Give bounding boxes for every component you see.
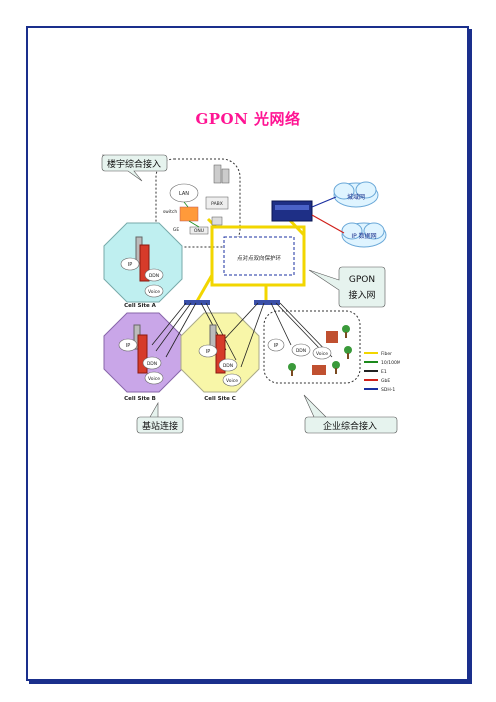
legend-label: GbE bbox=[381, 378, 390, 384]
pabx-label: PABX bbox=[211, 201, 223, 207]
olt-panel bbox=[275, 205, 309, 210]
callout-gpon-line2: 接入网 bbox=[348, 289, 375, 301]
server-icon bbox=[221, 168, 230, 184]
fiber-ring-outer bbox=[210, 225, 306, 287]
tree-icon bbox=[344, 346, 352, 359]
ge-label: GE bbox=[173, 227, 179, 233]
legend-label: 10/100M bbox=[381, 360, 400, 366]
e1-line bbox=[151, 302, 187, 346]
legend-label: SDH-1 bbox=[381, 387, 395, 393]
cell-site-b-label: Cell Site B bbox=[124, 396, 156, 402]
pabx-box bbox=[205, 196, 229, 210]
tree-icon bbox=[332, 361, 340, 374]
link-olt-ip bbox=[311, 214, 345, 234]
page-title: GPON 光网络 bbox=[195, 110, 301, 128]
onu-splitter-right bbox=[254, 300, 280, 305]
ip-node bbox=[198, 344, 218, 358]
cell-site-a-label: Cell Site A bbox=[124, 303, 157, 309]
callout-gpon-line1: GPON bbox=[349, 275, 375, 285]
callout-base: 基站连接 bbox=[136, 401, 184, 434]
ip-node bbox=[118, 338, 138, 352]
pc-icon bbox=[211, 216, 223, 226]
ddn-node bbox=[218, 358, 238, 372]
ip-label: IP bbox=[206, 349, 211, 355]
e1-line bbox=[165, 302, 197, 358]
voice-node bbox=[144, 371, 164, 385]
metro-cloud-label: 城域网 bbox=[347, 193, 365, 201]
link-olt-metro bbox=[311, 196, 337, 208]
ddn-label: DDN bbox=[296, 348, 306, 354]
olt-equipment bbox=[271, 200, 313, 222]
legend-label: Fiber bbox=[381, 351, 392, 357]
cell-site-a-rack bbox=[139, 244, 150, 282]
voice-node bbox=[222, 373, 242, 387]
ip-cloud-label: IP 数据网 bbox=[351, 232, 376, 240]
voice-node bbox=[144, 284, 164, 298]
onu-splitter-left bbox=[184, 300, 210, 305]
callout-building: 楼宇综合接入 bbox=[101, 154, 168, 182]
e1-line bbox=[270, 302, 292, 346]
cell-site-c-label: Cell Site C bbox=[204, 396, 236, 402]
e1-line bbox=[205, 302, 237, 361]
legend-label: E1 bbox=[381, 369, 387, 375]
e1-line bbox=[155, 302, 192, 352]
metro-cloud: 城域网 bbox=[333, 181, 379, 208]
fiber-link-onu-a bbox=[194, 274, 214, 304]
ddn-node bbox=[291, 343, 311, 357]
switch-box bbox=[179, 206, 199, 222]
e1-line bbox=[240, 302, 265, 368]
ip-node bbox=[267, 338, 285, 352]
voice-node bbox=[312, 346, 332, 360]
e1-line bbox=[275, 302, 322, 351]
callout-gpon: GPON 接入网 bbox=[308, 266, 386, 308]
lan-link bbox=[183, 201, 189, 208]
onu-label: ONU bbox=[194, 228, 204, 234]
ddn-node bbox=[144, 268, 164, 282]
callout-enterprise: 企业综合接入 bbox=[303, 394, 398, 434]
e1-line bbox=[220, 302, 259, 344]
ddn-label: DDN bbox=[223, 363, 233, 369]
ip-label: IP bbox=[126, 343, 131, 349]
lan-label: LAN bbox=[179, 191, 189, 197]
ring-label: 点对点双向保护环 bbox=[237, 254, 282, 262]
voice-label: Voice bbox=[148, 376, 160, 382]
ip-cloud: IP 数据网 bbox=[341, 222, 387, 248]
switch-label: switch bbox=[163, 209, 178, 215]
voice-label: Voice bbox=[148, 289, 160, 295]
ip-label: IP bbox=[128, 262, 133, 268]
server-icon bbox=[213, 164, 222, 184]
gpon-diagram: 点对点双向保护环 城域网 IP 数据网 IP DDN Voice Cell Si… bbox=[96, 145, 401, 445]
fiber-ring-inner bbox=[223, 236, 295, 276]
tree-icon bbox=[342, 325, 350, 338]
ip-label: IP bbox=[274, 343, 279, 349]
cell-site-b-rack bbox=[137, 334, 148, 374]
ddn-label: DDN bbox=[147, 361, 157, 367]
ip-node bbox=[120, 257, 140, 271]
callout-building-text: 楼宇综合接入 bbox=[107, 158, 161, 170]
voice-label: Voice bbox=[226, 378, 238, 384]
voice-label: Voice bbox=[316, 351, 328, 357]
building-icon bbox=[312, 331, 338, 375]
lan-link bbox=[188, 220, 200, 228]
ddn-label: DDN bbox=[149, 273, 159, 279]
callout-enterprise-text: 企业综合接入 bbox=[323, 420, 377, 432]
ddn-node bbox=[142, 356, 162, 370]
tree-icon bbox=[288, 363, 296, 376]
callout-base-text: 基站连接 bbox=[142, 420, 178, 432]
